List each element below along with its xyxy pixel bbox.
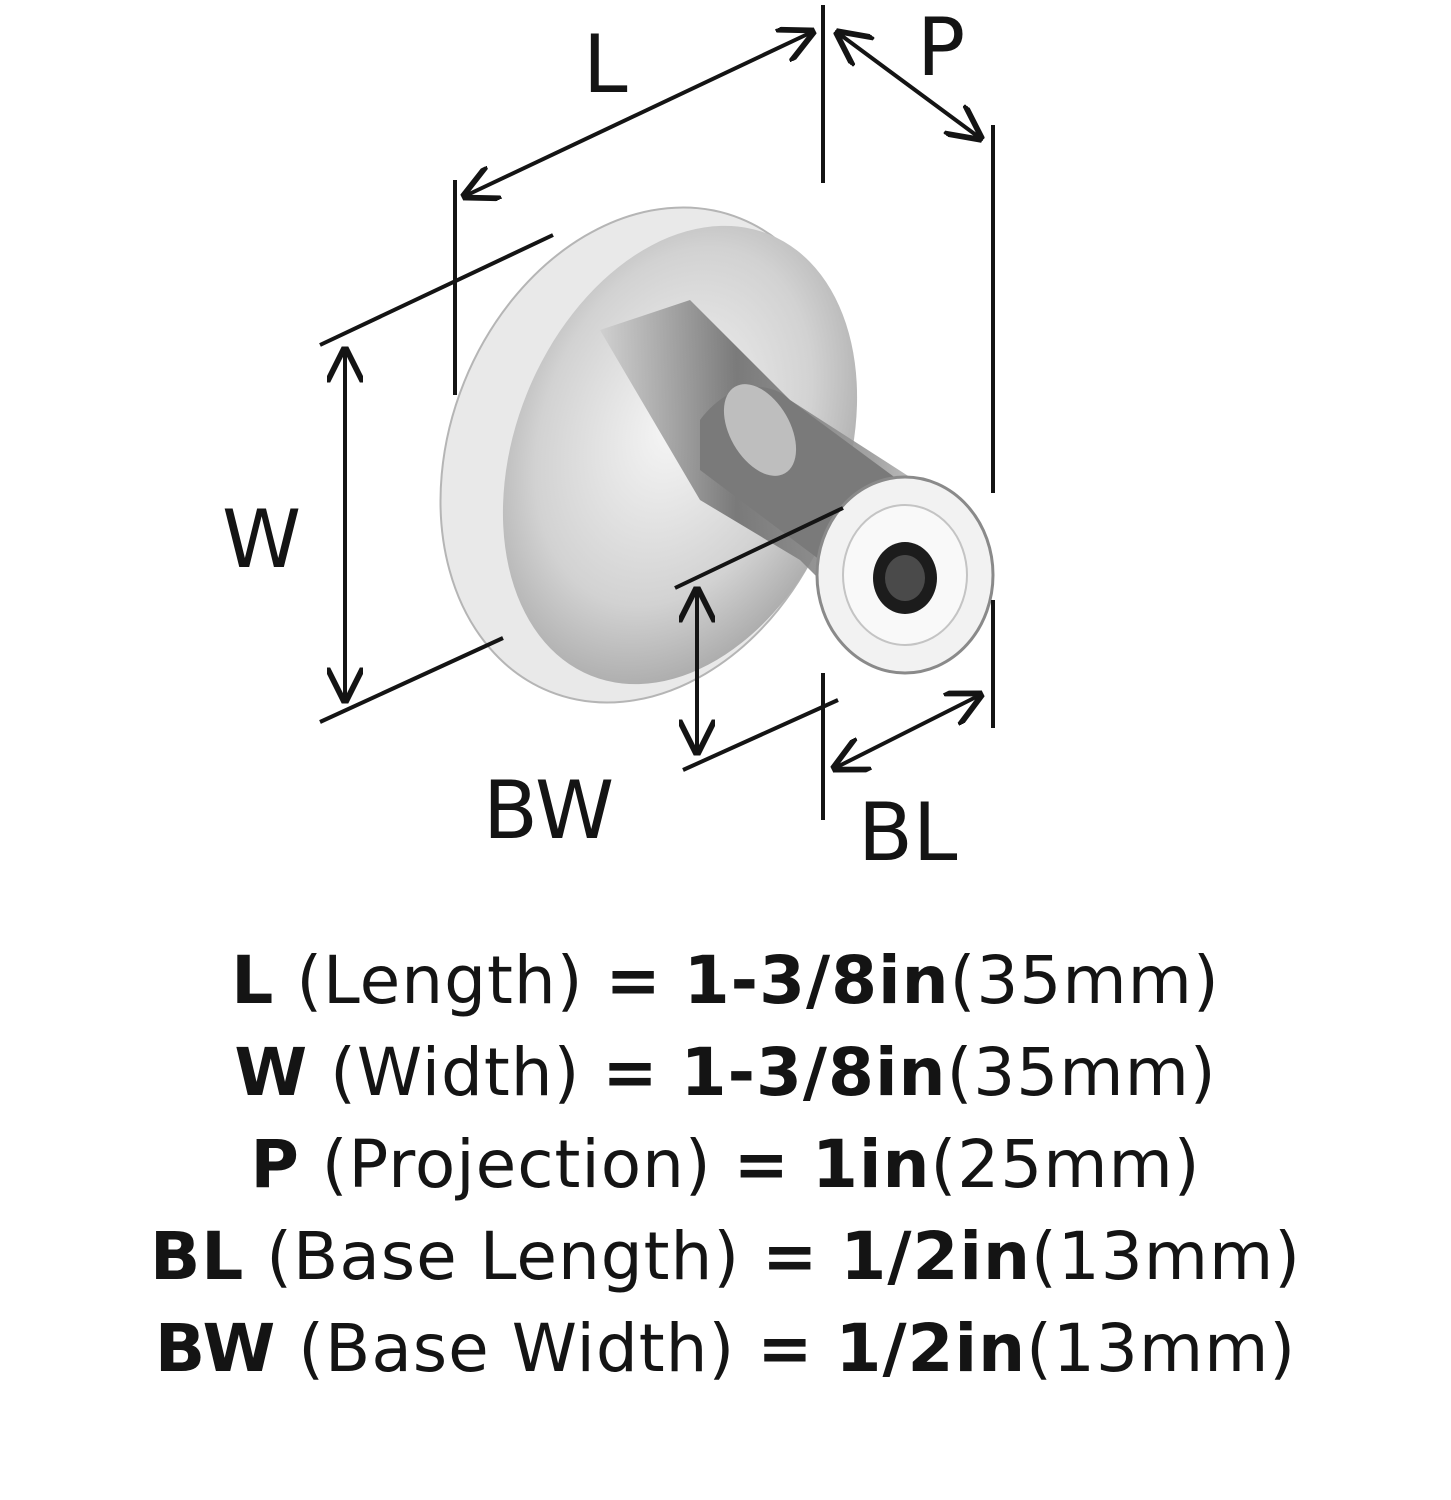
spec-code: BL — [149, 1218, 245, 1295]
spec-name: (Projection) — [321, 1126, 712, 1203]
spec-base-length: BL (Base Length) = 1/2in(13mm) — [0, 1211, 1451, 1303]
spec-equals: = — [602, 1034, 659, 1111]
spec-code: P — [250, 1126, 300, 1203]
spec-inch-value: 1-3/8in — [683, 942, 950, 1019]
spec-inch-value: 1in — [811, 1126, 931, 1203]
knob-end-cap — [815, 475, 995, 675]
spec-mm-value: (35mm) — [949, 942, 1220, 1019]
dim-label-bl: BL — [858, 786, 958, 879]
spec-mm-value: (13mm) — [1026, 1310, 1297, 1387]
spec-width: W (Width) = 1-3/8in(35mm) — [0, 1027, 1451, 1119]
spec-code: BW — [154, 1310, 277, 1387]
spec-mm-value: (13mm) — [1030, 1218, 1302, 1295]
dim-label-l: L — [583, 18, 628, 111]
spec-mm-value: (35mm) — [946, 1034, 1217, 1111]
extension-lines — [319, 5, 995, 820]
spec-inch-value: 1/2in — [835, 1310, 1027, 1387]
spec-name: (Base Length) — [266, 1218, 741, 1295]
spec-equals: = — [762, 1218, 819, 1295]
spec-length: L (Length) = 1-3/8in(35mm) — [0, 935, 1451, 1027]
spec-inch-value: 1/2in — [840, 1218, 1031, 1295]
dimension-arrows — [345, 32, 980, 768]
spec-mm-value: (25mm) — [930, 1126, 1201, 1203]
dimension-specs: L (Length) = 1-3/8in(35mm) W (Width) = 1… — [0, 935, 1451, 1395]
projection-arrow — [838, 33, 980, 138]
dim-label-w: W — [222, 493, 301, 586]
dim-label-bw: BW — [483, 764, 614, 857]
base-length-arrow — [835, 695, 980, 768]
spec-equals: = — [605, 942, 662, 1019]
spec-name: (Base Width) — [298, 1310, 736, 1387]
spec-base-width: BW (Base Width) = 1/2in(13mm) — [0, 1303, 1451, 1395]
dim-label-p: P — [917, 1, 965, 94]
spec-inch-value: 1-3/8in — [680, 1034, 947, 1111]
spec-equals: = — [733, 1126, 790, 1203]
spec-projection: P (Projection) = 1in(25mm) — [0, 1119, 1451, 1211]
spec-name: (Length) — [296, 942, 584, 1019]
knob-dimension-diagram: L P W BW BL — [222, 1, 995, 879]
spec-equals: = — [757, 1310, 814, 1387]
spec-code: W — [234, 1034, 309, 1111]
spec-name: (Width) — [330, 1034, 581, 1111]
spec-code: L — [231, 942, 275, 1019]
length-arrow — [465, 32, 812, 196]
